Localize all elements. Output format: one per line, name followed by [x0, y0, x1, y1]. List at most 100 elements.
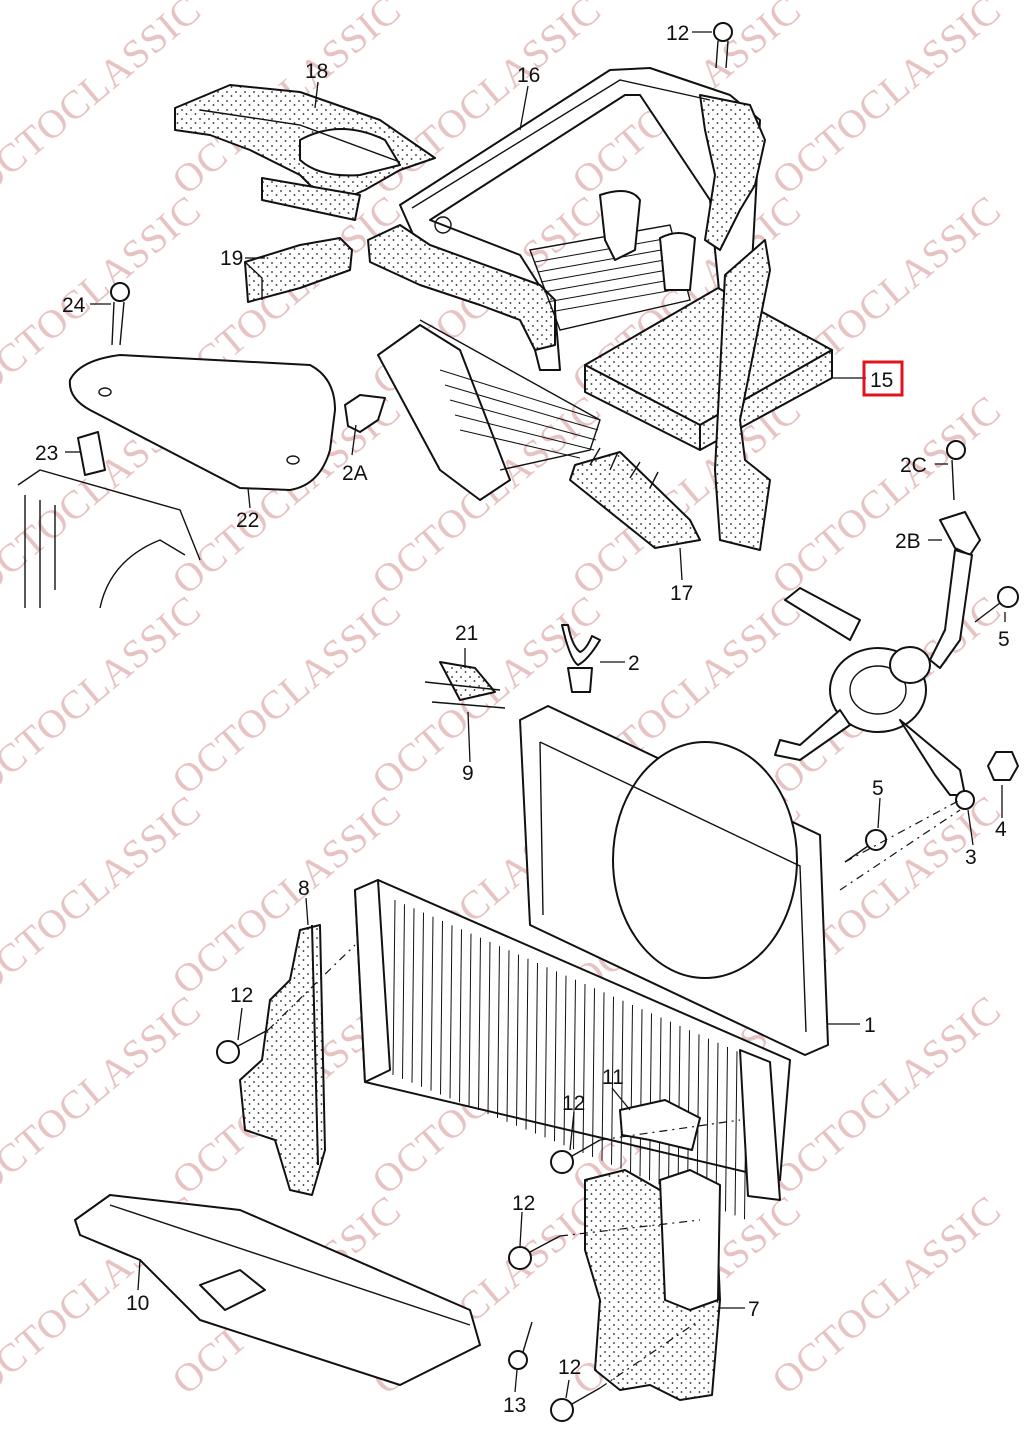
part-12-bolt-bottom[interactable] — [550, 1387, 601, 1422]
radiator-fin — [630, 1004, 633, 1173]
label-10: 10 — [126, 1292, 149, 1315]
radiator-fin — [506, 950, 510, 1122]
highlight-box-15 — [862, 360, 904, 397]
radiator-fin — [725, 1046, 728, 1212]
label-19: 19 — [220, 247, 243, 270]
part-2a-clip[interactable] — [344, 394, 386, 433]
radiator-core-main — [354, 879, 791, 1220]
label-18: 18 — [305, 60, 328, 83]
part-19-seal[interactable] — [244, 237, 353, 303]
label-12-bottom: 12 — [558, 1356, 581, 1379]
radiator-fin — [402, 904, 405, 1079]
part-4-nut[interactable] — [987, 751, 1019, 781]
part-13-screw[interactable] — [508, 1321, 533, 1370]
label-13: 13 — [503, 1394, 526, 1417]
part-16-upper-frame[interactable] — [367, 67, 766, 371]
label-5-upper: 5 — [998, 628, 1010, 651]
part-8-side-seal[interactable] — [239, 924, 326, 1196]
label-15: 15 — [870, 369, 893, 392]
part-11-bracket[interactable] — [619, 1099, 701, 1151]
label-11: 11 — [602, 1066, 624, 1089]
radiator-fin — [440, 920, 443, 1095]
radiator-fin — [706, 1038, 709, 1204]
assembly-lines — [267, 799, 961, 1389]
label-9: 9 — [462, 762, 474, 785]
leader-lines — [65, 31, 1006, 1399]
part-18-air-duct[interactable] — [174, 84, 436, 221]
radiator-fin — [573, 979, 576, 1150]
label-8: 8 — [298, 877, 310, 900]
label-24: 24 — [62, 294, 86, 317]
radiator-fin — [468, 933, 472, 1107]
radiator-fin — [411, 908, 415, 1083]
label-21: 21 — [455, 622, 478, 645]
radiator-fin — [487, 941, 491, 1115]
part-22-cover-panel[interactable] — [68, 354, 336, 491]
part-2b-bracket[interactable] — [929, 511, 981, 669]
label-3: 3 — [965, 846, 977, 869]
label-2a: 2A — [342, 462, 368, 485]
label-2b: 2B — [895, 530, 921, 553]
radiator-fin — [459, 929, 462, 1103]
part-3-grommet[interactable] — [955, 790, 975, 810]
radiator-fin — [544, 967, 548, 1138]
label-12-left: 12 — [230, 984, 253, 1007]
radiator-fin — [620, 1000, 624, 1169]
label-16: 16 — [517, 64, 540, 87]
part-12-bolt-left[interactable] — [216, 1029, 269, 1064]
part-2c-screw[interactable] — [946, 440, 966, 501]
label-1: 1 — [864, 1014, 876, 1037]
label-23: 23 — [35, 442, 58, 465]
part-1-fan-shroud[interactable] — [519, 705, 829, 1056]
part-5-bolt-upper[interactable] — [974, 586, 1019, 623]
radiator-fin — [611, 996, 614, 1165]
label-22: 22 — [236, 509, 259, 532]
radiator-fin — [639, 1009, 643, 1177]
label-5-right: 5 — [872, 777, 884, 800]
part-2-clip[interactable] — [561, 624, 601, 693]
part-21-foam-piece[interactable] — [439, 661, 496, 701]
radiator-fin — [582, 983, 586, 1154]
radiator-fin — [592, 988, 595, 1157]
label-2: 2 — [628, 652, 640, 675]
radiator-fin — [430, 916, 434, 1091]
body-corner — [17, 469, 201, 609]
watermark-text: OCTOCLASSIC — [763, 0, 1009, 203]
radiator-fin — [554, 971, 557, 1142]
label-7: 7 — [748, 1298, 760, 1321]
part-23-bracket[interactable] — [77, 431, 106, 476]
label-2c: 2C — [900, 454, 927, 477]
part-9-seal[interactable] — [424, 681, 506, 709]
label-4: 4 — [995, 818, 1007, 841]
radiator-fin — [449, 925, 453, 1099]
part-labels: 18 16 12 19 24 15 2A 23 22 17 2C 2B 5 21… — [35, 22, 1010, 1417]
part-10-air-deflector[interactable] — [74, 1194, 481, 1386]
radiator-fin — [563, 975, 567, 1146]
radiator-core-upper — [529, 190, 696, 331]
label-17: 17 — [670, 582, 693, 605]
radiator-fin — [715, 1042, 719, 1208]
radiator-fin — [392, 899, 396, 1076]
label-12-mid: 12 — [562, 1092, 585, 1115]
radiator-fin — [649, 1013, 652, 1181]
label-12-top: 12 — [666, 22, 689, 45]
radiator-fin — [734, 1051, 738, 1216]
radiator-fin — [525, 958, 529, 1130]
part-5-bolt-right[interactable] — [844, 829, 887, 863]
part-fan-motor-mount[interactable] — [774, 587, 966, 796]
part-12-bolt-mid[interactable] — [550, 1139, 601, 1174]
radiator-fin — [421, 912, 424, 1087]
radiator-core-left — [377, 319, 601, 501]
part-24-screw[interactable] — [110, 282, 130, 346]
radiator-fin — [601, 992, 605, 1161]
label-12-lower: 12 — [512, 1192, 535, 1215]
part-12-bolt-lower[interactable] — [508, 1235, 561, 1270]
part-17-foam-strip[interactable] — [569, 447, 701, 549]
radiator-fin — [535, 962, 538, 1134]
part-12-bolt-top[interactable] — [713, 22, 733, 69]
part-15-cooling-module[interactable] — [584, 239, 833, 551]
part-7-side-seal[interactable] — [584, 1169, 721, 1401]
radiator-fin — [516, 954, 519, 1126]
radiator-fin — [478, 937, 481, 1111]
